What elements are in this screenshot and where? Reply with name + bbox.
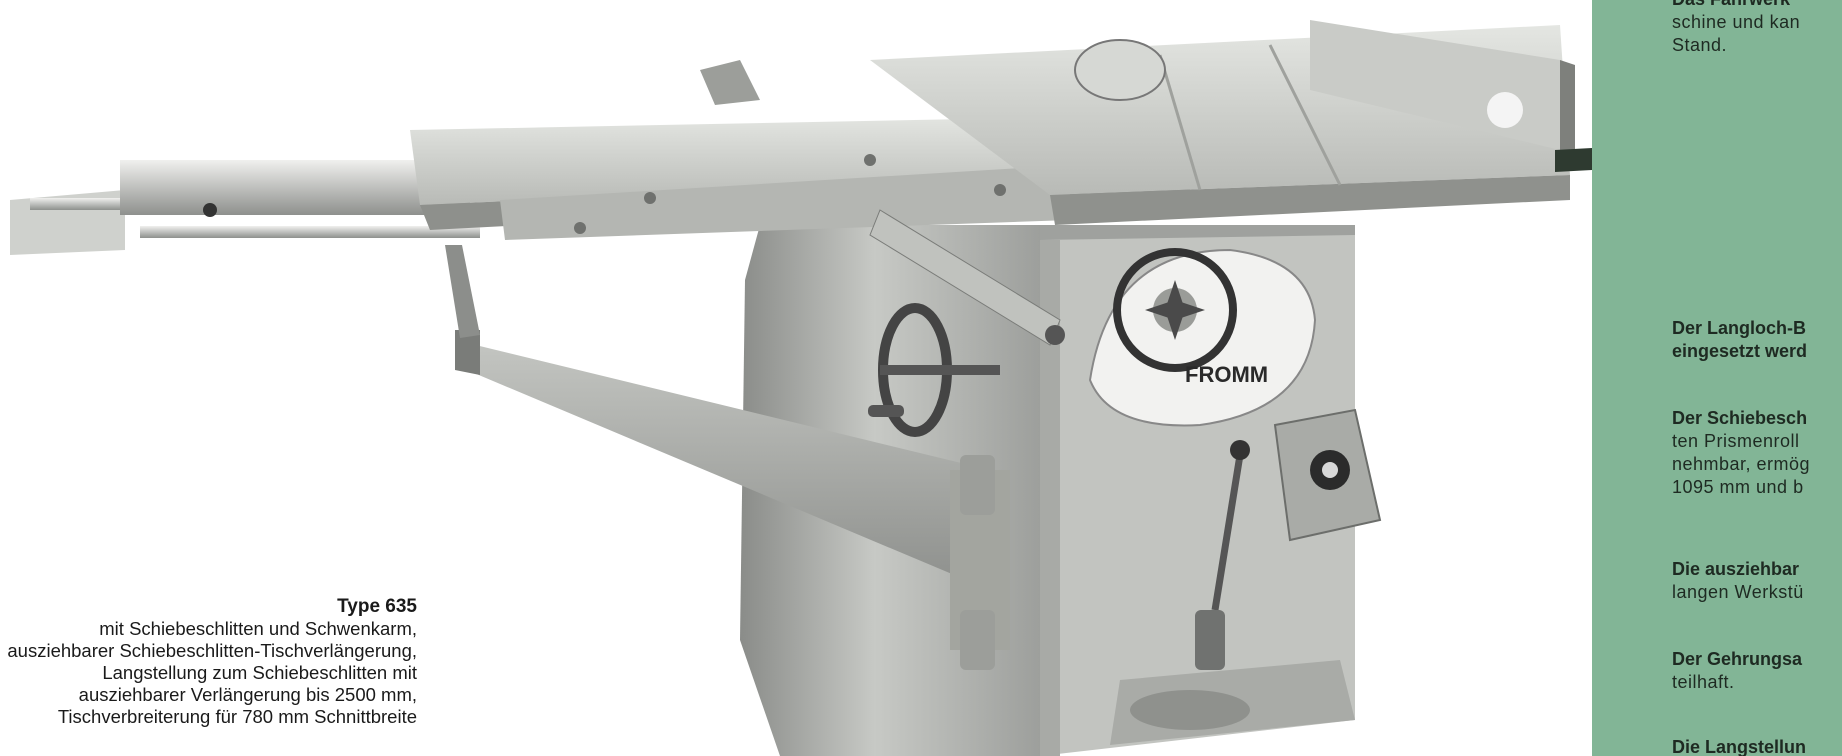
paragraph-lead: Die ausziehbar (1672, 559, 1800, 579)
paragraph-lead: eingesetzt werd (1672, 341, 1808, 361)
description-panel: Das Fahrwerk schine und kan Stand. Der L… (1592, 0, 1842, 756)
miter-arm (700, 60, 1065, 346)
paragraph-lead: Die Langstellun (1672, 737, 1807, 756)
paragraph-langstellung: Die Langstellun (1672, 736, 1842, 756)
paragraph-line: nehmbar, ermög (1672, 454, 1811, 474)
side-handwheel (868, 303, 1000, 437)
paragraph-ausziehbar: Die ausziehbar langen Werkstü (1672, 558, 1842, 604)
main-table (870, 20, 1575, 225)
caption-line: ausziehbarer Verlängerung bis 2500 mm, (78, 684, 417, 705)
caption-line: Tischverbreiterung für 780 mm Schnittbre… (57, 706, 417, 727)
height-handwheel (1088, 248, 1317, 427)
paragraph-line: ten Prismenroll (1672, 431, 1800, 451)
swing-arm (445, 245, 1010, 670)
paragraph-line: teilhaft. (1672, 672, 1735, 692)
machine-photo: FROMM Type 635 mit Schiebeschlitten und … (0, 20, 1592, 756)
paragraph-gehrung: Der Gehrungsa teilhaft. (1672, 648, 1842, 694)
paragraph-fahrwerk: Das Fahrwerk schine und kan Stand. (1672, 0, 1842, 57)
caption-line: ausziehbarer Schiebeschlitten-Tischverlä… (7, 640, 417, 661)
paragraph-line: schine und kan (1672, 12, 1801, 32)
paragraph-lead: Das Fahrwerk (1672, 0, 1842, 11)
paragraph-line: langen Werkstü (1672, 582, 1804, 602)
machine-brand-label: FROMM (1185, 362, 1268, 387)
table-saw-illustration: FROMM (10, 20, 1592, 756)
caption-line: Langstellung zum Schiebeschlitten mit (102, 662, 417, 683)
paragraph-lead: Der Langloch-B (1672, 318, 1807, 338)
paragraph-line: Stand. (1672, 35, 1728, 55)
caption-title: Type 635 (337, 596, 417, 617)
paragraph-langloch: Der Langloch-B eingesetzt werd (1672, 317, 1842, 363)
paragraph-schiebeschlitten: Der Schiebesch ten Prismenroll nehmbar, … (1672, 407, 1842, 499)
paragraph-lead: Der Gehrungsa (1672, 649, 1803, 669)
paragraph-lead: Der Schiebesch (1672, 408, 1808, 428)
paragraph-line: 1095 mm und b (1672, 477, 1804, 497)
caption-line: mit Schiebeschlitten und Schwenkarm, (99, 618, 417, 639)
product-caption: Type 635 mit Schiebeschlitten und Schwen… (0, 596, 417, 728)
switch-box (1273, 408, 1382, 542)
fence-rail (1555, 148, 1592, 172)
tilt-lever (1195, 440, 1250, 670)
